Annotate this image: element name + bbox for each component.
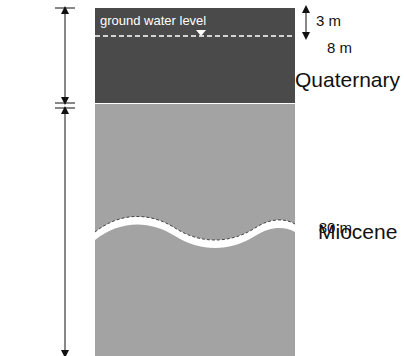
dimension-arrow [65,10,66,101]
water-table-marker [196,30,206,36]
dimension-label: 8 m [327,39,352,56]
break-line [95,216,295,240]
dimension-arrow [65,110,66,354]
quaternary-layer [95,8,295,103]
water-level-label: ground water level [100,14,206,29]
dimension-tick [55,103,75,104]
water-table-line [95,35,295,37]
layer-name: Quaternary [295,68,400,92]
break-mark [95,216,295,248]
dimension-arrow [306,9,307,36]
dimension-tick [55,8,75,9]
dimension-label: 3 m [316,12,341,29]
dimension-tick [55,108,75,109]
layer-name: Miocene [318,220,397,244]
miocene-layer [95,104,295,356]
